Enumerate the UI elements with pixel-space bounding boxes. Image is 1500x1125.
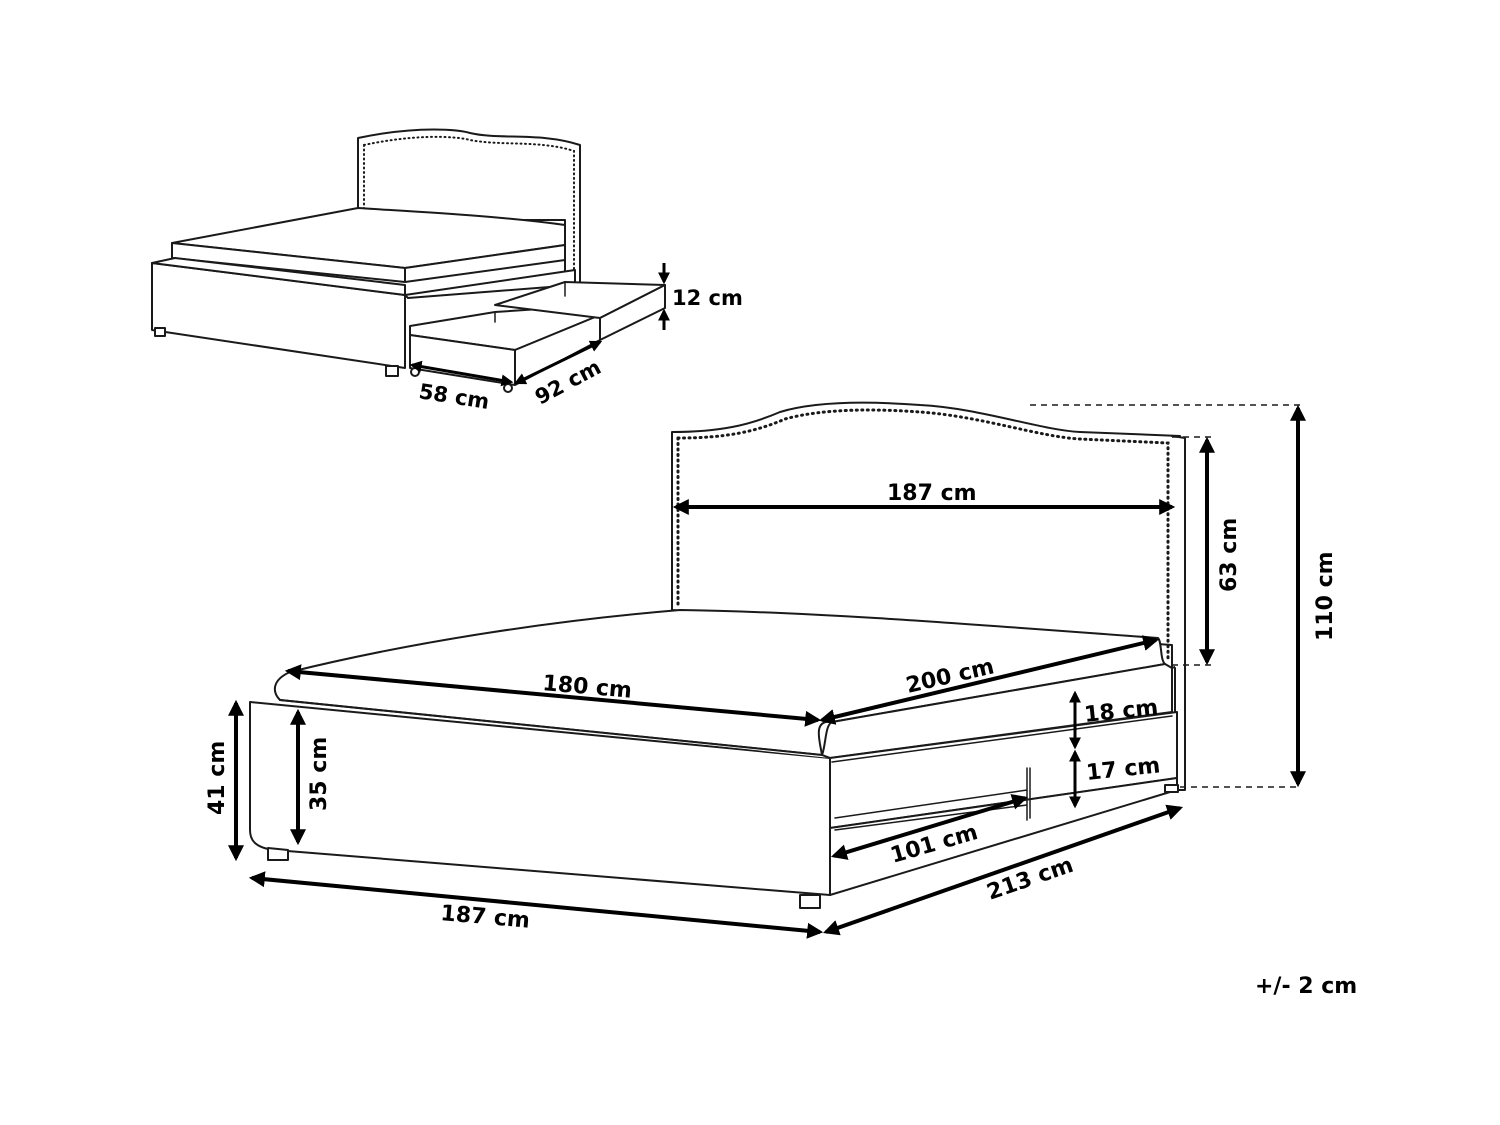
main-headboard <box>671 401 1181 669</box>
drawer-height-label: 12 cm <box>672 286 743 310</box>
drawer-width-label: 58 cm <box>417 379 491 414</box>
bed-height-dimension: 41 cm <box>205 699 244 862</box>
headboard-height-label: 63 cm <box>1217 518 1242 592</box>
headboard-width-label: 187 cm <box>887 481 977 506</box>
small-headboard <box>357 128 581 291</box>
total-height-dimension: 110 cm <box>1290 404 1338 788</box>
frame-height-label: 35 cm <box>307 737 332 811</box>
bed-height-label: 41 cm <box>205 741 230 815</box>
small-drawer-height-dimension: 12 cm <box>658 263 743 330</box>
frame-height-dimension: 35 cm <box>290 708 332 846</box>
small-bed-illustration <box>151 128 666 393</box>
total-height-label: 110 cm <box>1313 551 1338 641</box>
headboard-height-dimension: 63 cm <box>1199 436 1242 666</box>
main-bed-illustration <box>249 401 1186 909</box>
total-width-label: 187 cm <box>439 901 530 934</box>
tolerance-note: +/- 2 cm <box>1255 974 1357 999</box>
headboard-width-dimension: 187 cm <box>672 481 1176 515</box>
